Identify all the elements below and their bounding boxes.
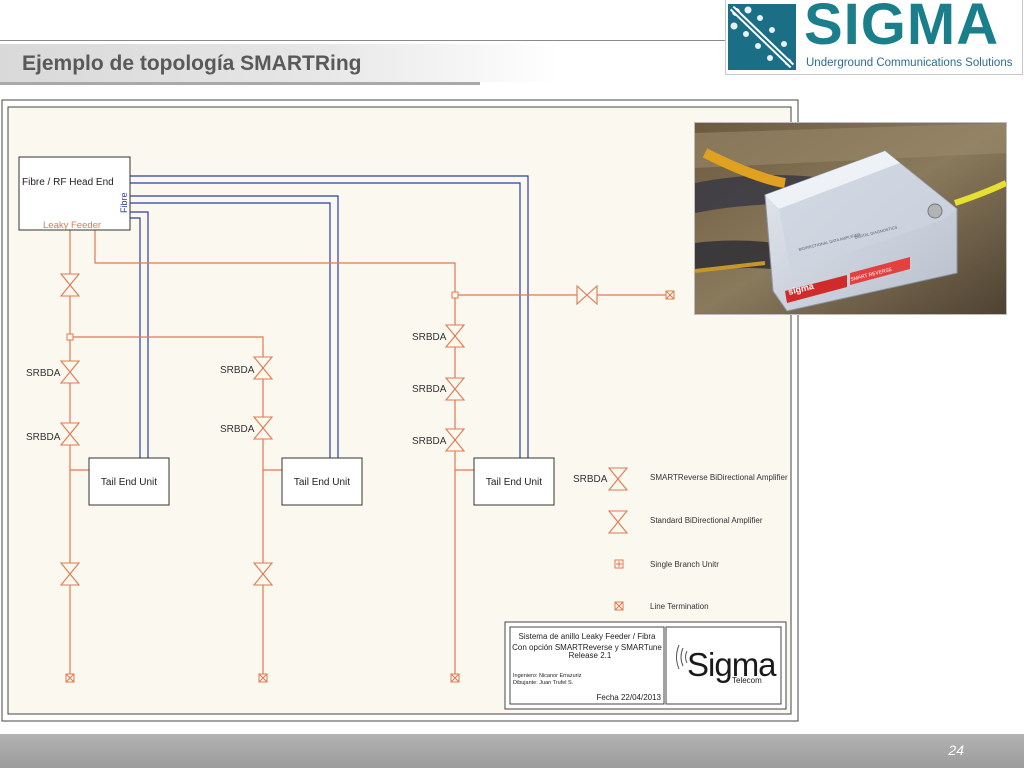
amplifier-icon: [252, 562, 274, 586]
fibre-lines: [130, 175, 529, 458]
amplifier-icon: [444, 377, 466, 401]
line-termination-icon: [450, 673, 460, 683]
amplifier-icon: [59, 422, 81, 446]
title-underline: [0, 82, 480, 85]
title-block-date: Fecha 22/04/2013: [597, 693, 662, 702]
amplifier-label: SRBDA: [26, 368, 61, 379]
amplifier-icon: [59, 360, 81, 384]
amplifier-icon: [252, 356, 274, 380]
line-termination-icon: [665, 290, 675, 300]
legend-line-termination: Line Termination: [650, 602, 709, 611]
smartring-topology-diagram: Fibre / RF Head End Fibre Leaky Feeder S…: [1, 99, 799, 722]
tail-end-unit-label: Tail End Unit: [101, 477, 157, 488]
amplifier-icon: [59, 273, 81, 297]
sigma-logo-mark-icon: [728, 4, 796, 70]
title-block-company-sub: Telecom: [732, 676, 762, 685]
tail-end-unit-label: Tail End Unit: [486, 477, 542, 488]
sigma-logo: SIGMA Underground Communications Solutio…: [725, 0, 1023, 75]
amplifier-label: SRBDA: [412, 436, 447, 447]
title-bar: [0, 44, 560, 82]
amplifier-label: SRBDA: [412, 384, 447, 395]
device-photo: sigma SMART REVERSE BIDIRECTIONAL DATA A…: [694, 122, 1007, 315]
drawing-title-block: Sistema de anillo Leaky Feeder / Fibra C…: [504, 621, 787, 710]
head-end-title: Fibre / RF Head End: [22, 177, 114, 188]
header-rule: [0, 40, 740, 41]
slide-title: Ejemplo de topología SMARTRing: [22, 52, 362, 75]
legend: SRBDA SMARTReverse BiDirectional Amplifi…: [573, 467, 788, 611]
amplifier-icon: [59, 562, 81, 586]
title-block-line1: Sistema de anillo Leaky Feeder / Fibra: [519, 632, 657, 641]
line-terminations: [65, 290, 675, 683]
footer-bar: 24: [0, 734, 1024, 768]
tail-end-unit-label: Tail End Unit: [294, 477, 350, 488]
line-termination-icon: [65, 673, 75, 683]
line-termination-icon: [258, 673, 268, 683]
head-end-box: [18, 156, 131, 231]
legend-srbda-code: SRBDA: [573, 474, 608, 485]
legend-single-branch: Single Branch Unitr: [650, 560, 719, 569]
legend-standard: Standard BiDirectional Amplifier: [650, 516, 763, 525]
logo-tagline: Underground Communications Solutions: [806, 57, 1013, 69]
leaky-feeder-label: Leaky Feeder: [43, 220, 101, 231]
amplifier-label: SRBDA: [26, 432, 61, 443]
device-photo-image: sigma SMART REVERSE BIDIRECTIONAL DATA A…: [695, 123, 1006, 314]
drawing-inner-frame: [7, 106, 792, 715]
amplifier-label: SRBDA: [220, 365, 255, 376]
amplifier-icon: [444, 428, 466, 452]
tail-end-units: Tail End Unit Tail End Unit Tail End Uni…: [88, 457, 555, 506]
amplifier-icon: [252, 416, 274, 440]
title-block-company: Sigma: [687, 646, 777, 683]
standard-amplifier-icon: [607, 510, 629, 534]
page-number: 24: [948, 742, 964, 758]
amplifier-label: SRBDA: [220, 424, 255, 435]
amplifier-icon: [576, 284, 598, 306]
single-branch-unit-icon: [614, 559, 624, 569]
amplifier-label: SRBDA: [412, 332, 447, 343]
smart-reverse-amplifier-icon: [607, 467, 629, 491]
logo-wordmark: SIGMA: [804, 0, 1000, 57]
fibre-label: Fibre: [119, 192, 129, 213]
title-block-drawn-by: Dibujante: Juan Trufel S.: [513, 680, 574, 686]
title-block-engineer: Ingeniero: Nicanor Errazuriz: [513, 673, 582, 679]
legend-smart-reverse: SMARTReverse BiDirectional Amplifier: [650, 473, 788, 482]
title-block-line2: Con opción SMARTReverse y SMARTune: [512, 643, 662, 652]
amplifiers: [59, 273, 598, 586]
single-branch-units: [66, 291, 459, 341]
amplifier-icon: [444, 324, 466, 348]
signal-waves-icon: [676, 644, 688, 670]
line-termination-legend-icon: [614, 601, 624, 611]
title-block-release: Release 2.1: [569, 651, 612, 660]
